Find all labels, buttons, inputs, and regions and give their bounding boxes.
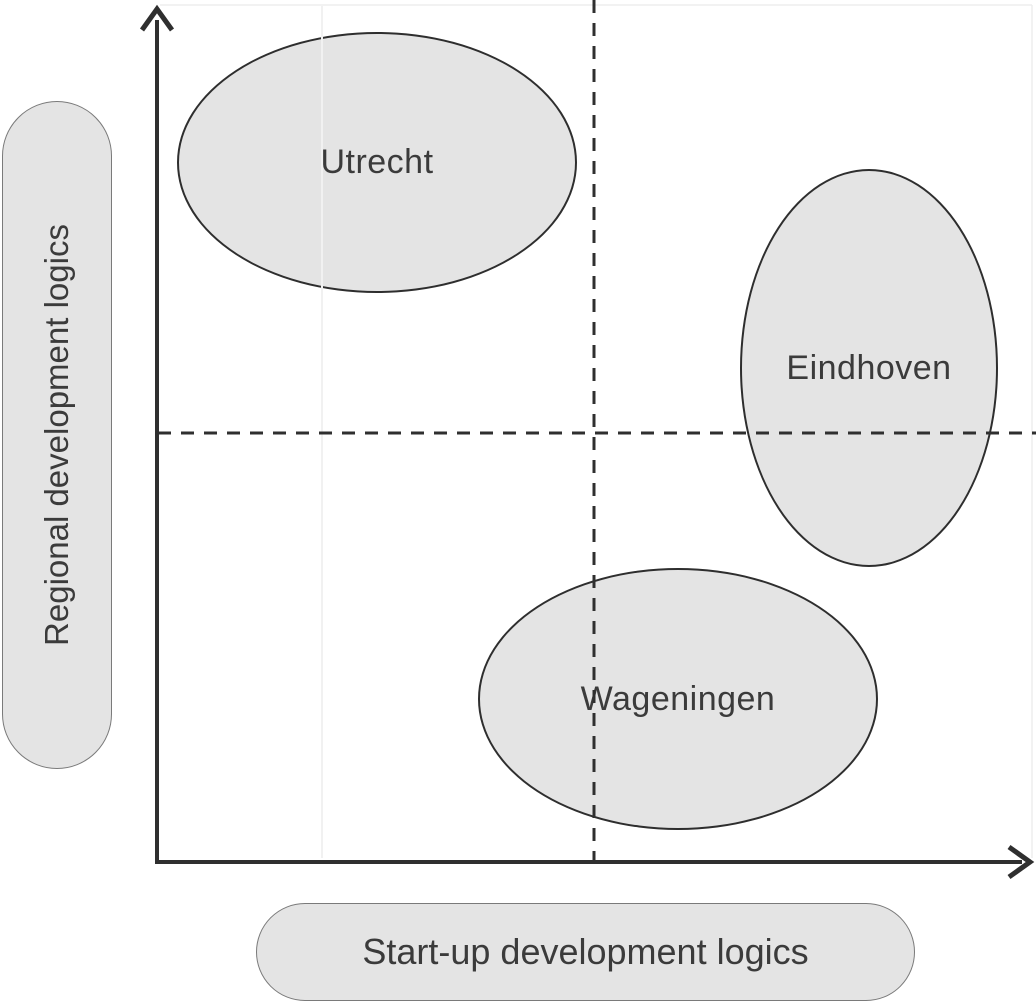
y-axis-label-pill: Regional development logics — [2, 101, 112, 769]
x-axis-arrowhead-icon — [1007, 844, 1035, 880]
ellipse-utrecht: Utrecht — [177, 32, 577, 293]
ellipse-wageningen: Wageningen — [478, 568, 878, 830]
y-axis-label: Regional development logics — [38, 224, 75, 646]
x-axis-label-pill: Start-up development logics — [256, 903, 915, 1001]
y-axis-arrowhead-icon — [139, 4, 175, 32]
ellipse-eindhoven: Eindhoven — [740, 169, 998, 567]
ellipse-utrecht-label: Utrecht — [320, 143, 434, 181]
x-axis-label: Start-up development logics — [362, 931, 809, 972]
ellipse-wageningen-label: Wageningen — [580, 679, 776, 718]
ellipse-eindhoven-label: Eindhoven — [786, 348, 952, 387]
